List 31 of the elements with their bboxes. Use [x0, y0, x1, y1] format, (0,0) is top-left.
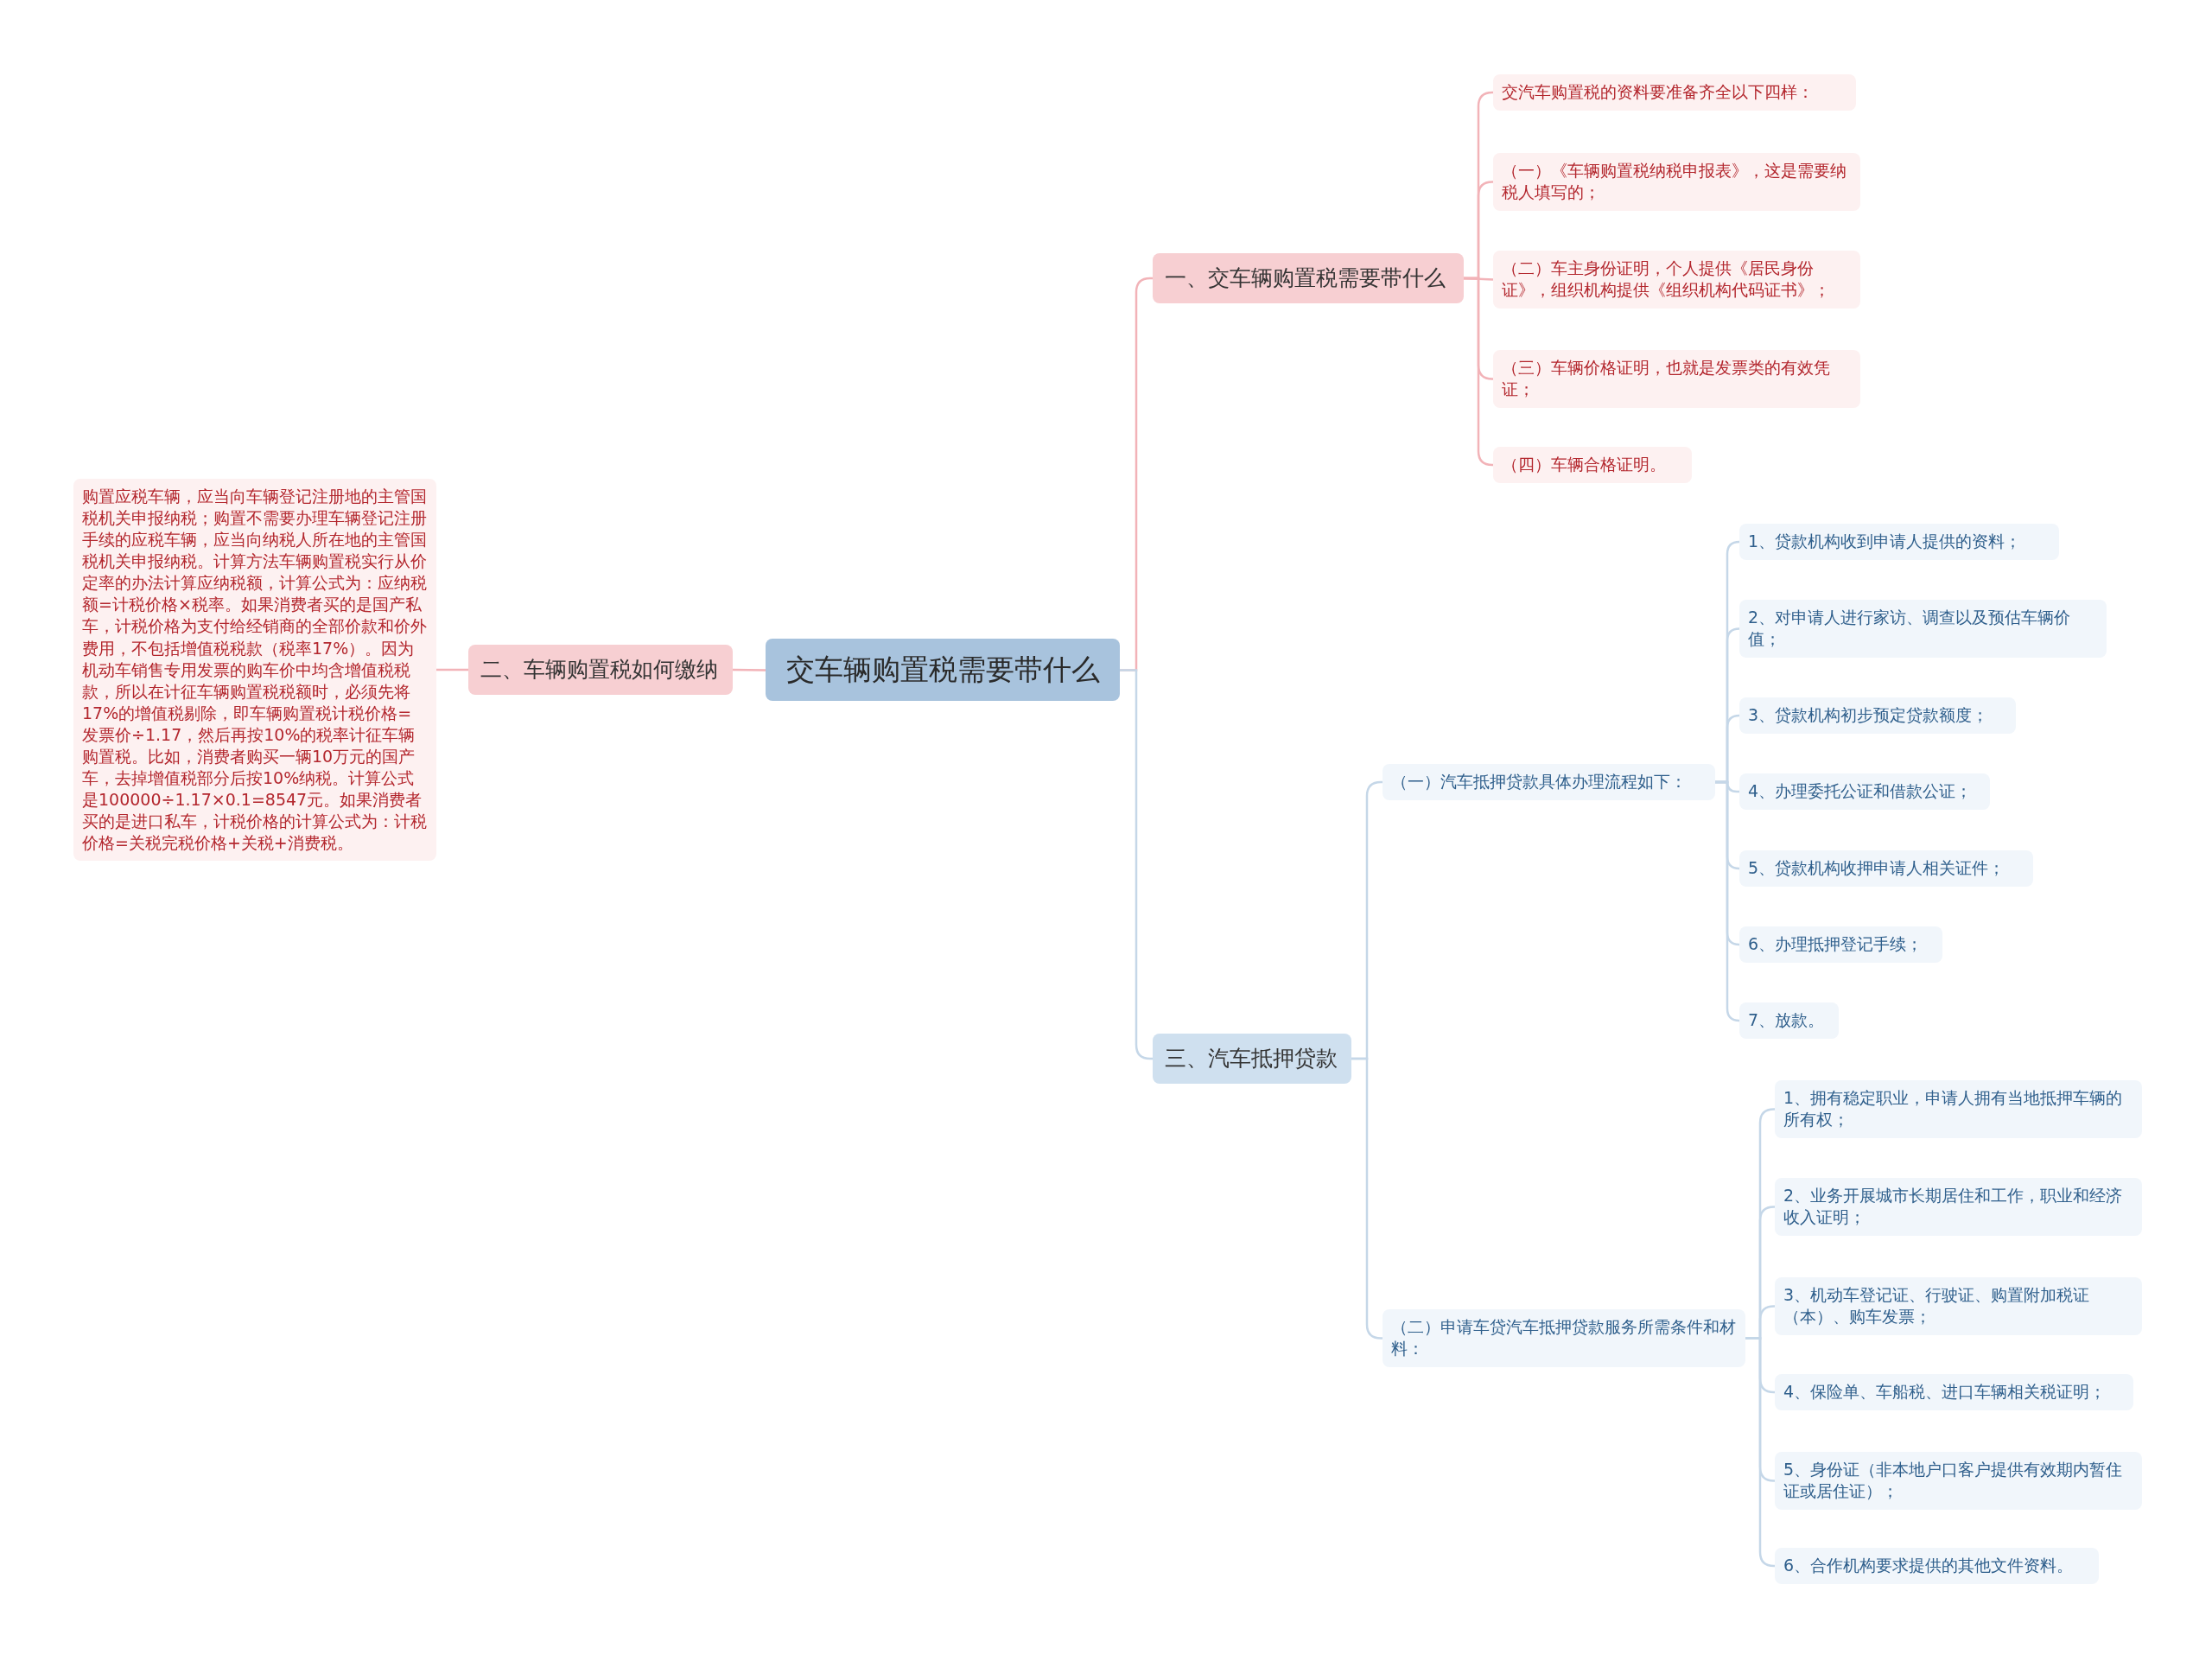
leaf-topic: 5、贷款机构收押申请人相关证件； — [1739, 850, 2033, 887]
branch-topic: 二、车辆购置税如何缴纳 — [468, 645, 733, 695]
leaf-topic: 3、机动车登记证、行驶证、购置附加税证（本）、购车发票； — [1775, 1276, 2142, 1335]
subtopic: （一）汽车抵押贷款具体办理流程如下： — [1382, 764, 1715, 800]
root-topic: 交车辆购置税需要带什么 — [766, 638, 1120, 702]
leaf-topic: 3、贷款机构初步预定贷款额度； — [1739, 697, 2016, 734]
leaf-topic: 5、身份证（非本地户口客户提供有效期内暂住证或居住证）； — [1775, 1451, 2142, 1510]
connector-line — [1715, 780, 1741, 1022]
leaf-topic: 2、业务开展城市长期居住和工作，职业和经济收入证明； — [1775, 1177, 2142, 1236]
leaf-topic: 2、对申请人进行家访、调查以及预估车辆价值； — [1739, 599, 2107, 658]
connector-line — [1351, 1057, 1383, 1340]
leaf-topic: （二）车主身份证明，个人提供《居民身份证》，组织机构提供《组织机构代码证书》； — [1493, 250, 1860, 309]
leaf-topic: 7、放款。 — [1739, 1002, 1839, 1039]
leaf-topic: 6、合作机构要求提供的其他文件资料。 — [1775, 1548, 2099, 1584]
leaf-topic: 交汽车购置税的资料要准备齐全以下四样： — [1493, 74, 1856, 111]
leaf-topic: 4、保险单、车船税、进口车辆相关税证明； — [1775, 1374, 2133, 1410]
leaf-topic: 4、办理委托公证和借款公证； — [1739, 773, 1990, 810]
text-note: 购置应税车辆，应当向车辆登记注册地的主管国税机关申报纳税；购置不需要办理车辆登记注册手续的应税车辆，应当向纳税人所在地的主管国税机关申报纳税。计算方法车辆购置税实行从价定率的办法计算应纳税额，计算公式为：应纳税额=计税价格×税率。如果消费者买的是国产私车，计税价格为支付给经销商的全部价款和价外费用，不包括增值税税款（税率17%）。因为机动车销售专用发票的购车价中均含增值税税款，所以在计征车辆购置税税额时，必须先将17%的增值税剔除，即车辆购置税计税价格=发票价÷1.17，然后再按10%的税率计征车辆购置税。比如，消费者购买一辆10万元的国产车，去掉增值税部分后按10%纳税。计算公式是100000÷1.17×0.1=8547元。如果消费者买的是进口私车，计税价格的计算公式为：计税价格=关税完税价格+关税+消费税。 — [73, 479, 436, 862]
leaf-topic: 1、贷款机构收到申请人提供的资料； — [1739, 524, 2059, 560]
leaf-topic: 6、办理抵押登记手续； — [1739, 926, 1942, 963]
connector-line — [1464, 277, 1494, 467]
leaf-topic: （四）车辆合格证明。 — [1493, 447, 1692, 483]
leaf-topic: （三）车辆价格证明，也就是发票类的有效凭证； — [1493, 349, 1860, 408]
subtopic: （二）申请车贷汽车抵押贷款服务所需条件和材料： — [1382, 1308, 1745, 1367]
connector-line — [733, 668, 766, 671]
leaf-topic: （一）《车辆购置税纳税申报表》，这是需要纳税人填写的； — [1493, 152, 1860, 211]
connector-line — [1745, 1337, 1776, 1568]
leaf-topic: 1、拥有稳定职业，申请人拥有当地抵押车辆的所有权； — [1775, 1079, 2142, 1138]
branch-topic: 一、交车辆购置税需要带什么 — [1153, 253, 1464, 303]
connector-line — [436, 668, 468, 671]
branch-topic: 三、汽车抵押贷款 — [1153, 1034, 1351, 1084]
